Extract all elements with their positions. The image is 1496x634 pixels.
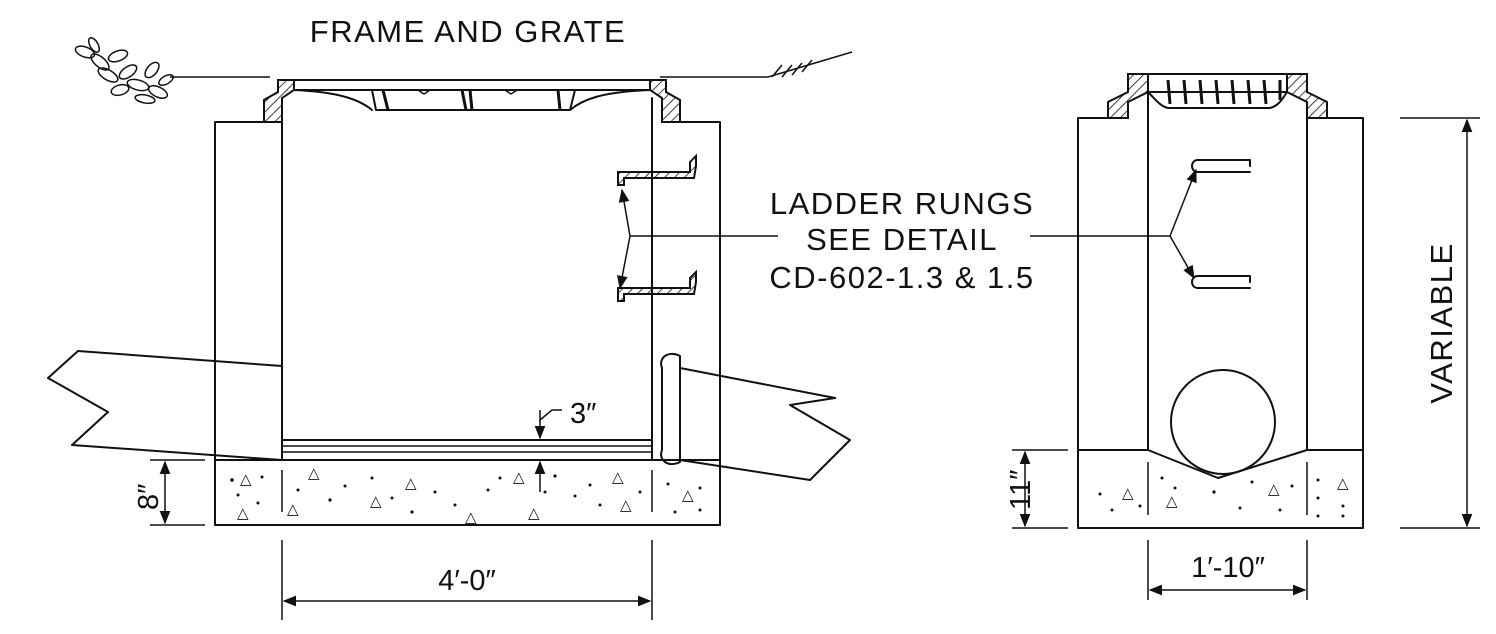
svg-text:△: △ <box>513 468 525 486</box>
width-dimension-side: 1′-10″ <box>1147 540 1308 600</box>
width-dimension-front: 4′-0″ <box>281 540 653 620</box>
side-base-top <box>1077 449 1364 479</box>
ground-line <box>170 51 853 78</box>
svg-text:△: △ <box>1337 474 1349 492</box>
detail-reference-label: CD-602-1.3 & 1.5 <box>769 260 1034 295</box>
side-rung-upper <box>1191 159 1251 173</box>
ladder-rung-lower <box>617 269 697 302</box>
riprap-stones <box>74 37 174 105</box>
dim-bench-label: 3″ <box>570 398 596 430</box>
side-base-thickness-dimension: 11″ <box>1005 449 1068 529</box>
base-aggregate-front: △ △ △ △ △ △ △ △ △ △ △ △ <box>230 464 702 526</box>
ground-hatch <box>771 59 813 78</box>
svg-text:△: △ <box>528 504 540 522</box>
side-box-outer <box>1077 117 1364 529</box>
svg-text:△: △ <box>405 474 417 492</box>
svg-text:△: △ <box>1268 480 1280 498</box>
svg-text:△: △ <box>370 492 382 510</box>
svg-text:△: △ <box>620 496 632 514</box>
svg-text:△: △ <box>240 470 252 488</box>
dim-width-front-label: 4′-0″ <box>438 565 496 597</box>
box-outer-wall <box>214 121 721 526</box>
svg-text:△: △ <box>1166 492 1178 510</box>
frame-and-grate-front <box>263 79 681 123</box>
ladder-rung-upper <box>617 153 697 186</box>
height-dimension: VARIABLE <box>1400 117 1480 529</box>
svg-text:△: △ <box>308 464 320 482</box>
svg-text:△: △ <box>465 508 477 526</box>
front-section-view: △ △ △ △ △ △ △ △ △ △ △ △ <box>47 14 853 620</box>
ladder-rungs-callout: LADDER RUNGS SEE DETAIL CD-602-1.3 & 1.5 <box>616 168 1197 295</box>
outlet-pipe-right <box>660 352 851 481</box>
inlet-pipe-left <box>47 350 283 461</box>
pipe-opening <box>1170 369 1276 475</box>
side-base-dividers <box>1147 462 1308 515</box>
side-section-view: △ △ △ △ 11″ 1′-10″ <box>1005 73 1480 600</box>
svg-text:△: △ <box>1122 484 1134 502</box>
see-detail-label: SEE DETAIL <box>806 222 998 257</box>
dim-height-label: VARIABLE <box>1424 242 1459 403</box>
side-rung-lower <box>1191 275 1251 289</box>
base-dividers <box>281 470 653 512</box>
frame-and-grate-label: FRAME AND GRATE <box>310 14 626 49</box>
bench-lines <box>281 439 653 453</box>
base-thickness-dimension: 8″ <box>133 459 205 526</box>
dim-side-base-label: 11″ <box>1005 470 1037 510</box>
ladder-rungs-label: LADDER RUNGS <box>770 186 1034 221</box>
svg-text:△: △ <box>682 486 694 504</box>
svg-text:△: △ <box>237 504 249 522</box>
base-aggregate-side: △ △ △ △ <box>1098 474 1349 518</box>
bench-dimension: 3″ <box>534 398 596 492</box>
frame-and-grate-side <box>1107 73 1328 119</box>
svg-text:△: △ <box>612 468 624 486</box>
svg-text:△: △ <box>287 500 299 518</box>
dim-base-thickness-label: 8″ <box>133 484 165 510</box>
dim-width-side-label: 1′-10″ <box>1191 552 1265 584</box>
